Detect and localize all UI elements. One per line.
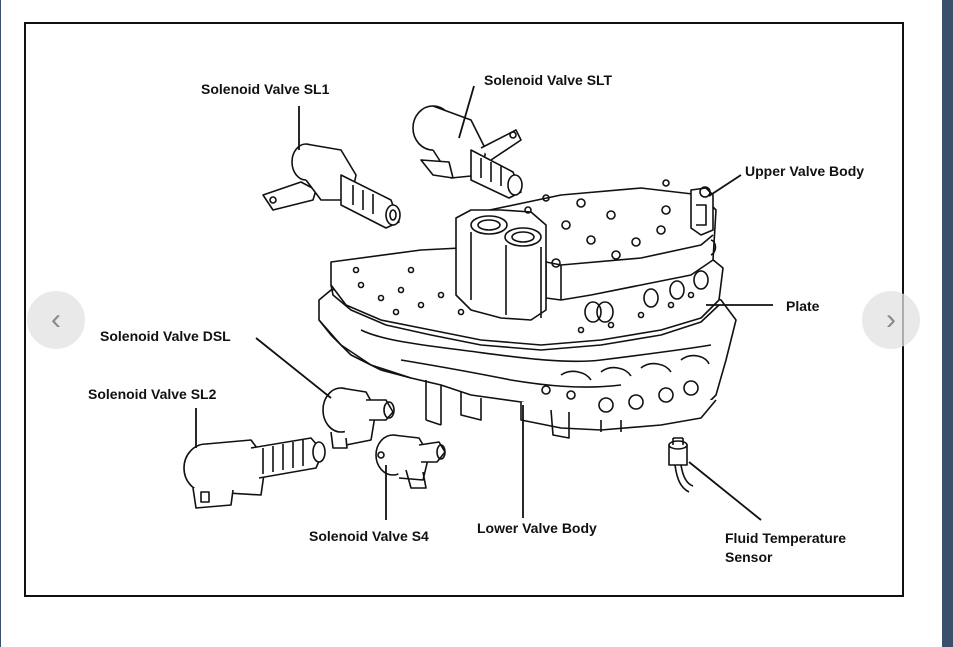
- prev-button[interactable]: ‹: [27, 291, 85, 349]
- label-lower-valve-body: Lower Valve Body: [477, 520, 597, 536]
- label-solenoid-sl1: Solenoid Valve SL1: [201, 81, 330, 97]
- label-upper-valve-body: Upper Valve Body: [745, 163, 865, 179]
- label-fluid-temperature: Fluid Temperature: [725, 530, 847, 546]
- solenoid-s4-drawing: [375, 434, 446, 489]
- fluid-temperature-sensor-drawing: [668, 437, 694, 493]
- upper-valve-body-drawing: [455, 179, 717, 323]
- label-plate: Plate: [786, 298, 820, 314]
- label-solenoid-s4: Solenoid Valve S4: [309, 528, 429, 544]
- solenoid-sl2-drawing: [183, 437, 326, 509]
- label-sensor: Sensor: [725, 549, 773, 565]
- label-solenoid-dsl: Solenoid Valve DSL: [100, 328, 231, 344]
- chevron-right-icon: ›: [886, 303, 896, 336]
- window-edge: [942, 0, 953, 647]
- solenoid-slt-drawing: [412, 105, 523, 199]
- solenoid-dsl-drawing: [322, 387, 395, 449]
- next-button[interactable]: ›: [862, 291, 920, 349]
- label-solenoid-sl2: Solenoid Valve SL2: [88, 386, 217, 402]
- solenoid-sl1-drawing: [262, 143, 401, 229]
- label-solenoid-slt: Solenoid Valve SLT: [484, 72, 613, 88]
- chevron-left-icon: ‹: [51, 303, 61, 336]
- leader-lines: [195, 85, 773, 521]
